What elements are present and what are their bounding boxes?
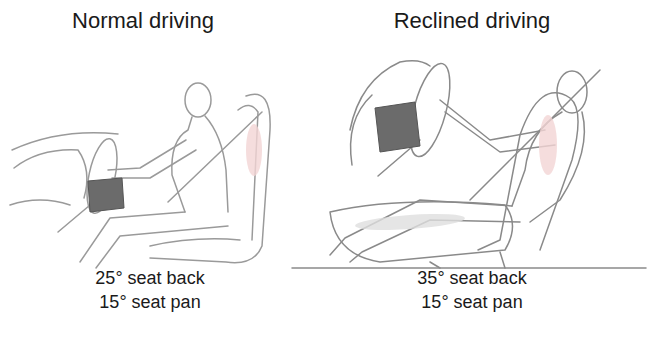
dashboard	[351, 95, 372, 165]
panel-heading: Normal driving	[72, 8, 214, 33]
back-contact-area	[246, 124, 262, 176]
thigh-contact-area	[355, 211, 466, 233]
normal-driving-sketch	[10, 83, 270, 268]
seat-angle-label: 15° seat pan	[99, 292, 200, 313]
driver-back	[530, 112, 584, 222]
reclined-driving-sketch	[292, 59, 646, 268]
driver-leg	[80, 212, 185, 262]
seat-angle-label: 15° seat pan	[421, 292, 522, 313]
seat-belt	[470, 70, 600, 200]
seat-pan	[150, 239, 240, 246]
driver-arm	[108, 140, 186, 170]
dashboard	[14, 150, 87, 198]
driver-arm	[112, 150, 196, 178]
driver-torso	[172, 117, 192, 212]
dashboard	[10, 200, 70, 205]
seat-back	[150, 94, 270, 263]
driver-torso	[512, 112, 562, 206]
seat-belt	[168, 112, 262, 202]
driver-head	[557, 71, 587, 113]
dashboard	[12, 133, 118, 150]
driver-leg	[330, 200, 512, 255]
seat-back	[478, 93, 578, 250]
back-contact-area	[539, 115, 557, 175]
driver-leg	[96, 226, 228, 268]
airbag-module	[88, 178, 124, 212]
seat-base	[430, 252, 505, 268]
seat-angle-label: 25° seat back	[95, 268, 204, 289]
panel-heading: Reclined driving	[394, 8, 551, 33]
driver-head	[185, 83, 211, 117]
seat-angle-label: 35° seat back	[417, 268, 526, 289]
airbag-module	[375, 102, 420, 152]
